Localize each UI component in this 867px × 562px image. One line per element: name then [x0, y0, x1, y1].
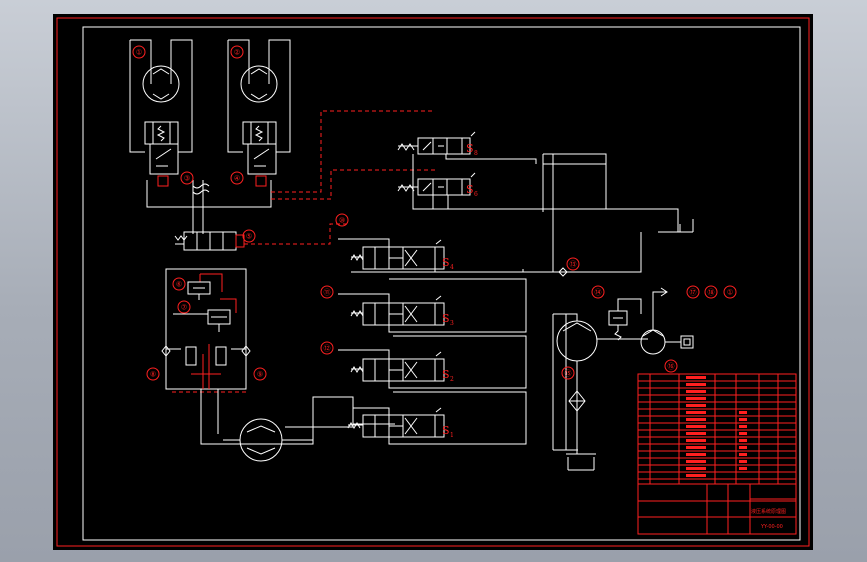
relief-valve [608, 298, 642, 341]
callout-number: ⑱ [708, 289, 715, 297]
callout-circle [146, 367, 160, 381]
callout-circle [561, 366, 575, 380]
callout-number: ⑩ [339, 217, 345, 225]
inner-frame [82, 26, 801, 541]
callout-circle [686, 285, 700, 299]
title-block-cell-text [686, 474, 706, 477]
callout-circle [180, 171, 194, 185]
title-block-cell-text [686, 397, 706, 400]
valve-s2 [338, 335, 527, 389]
callout-number: ① [136, 49, 142, 57]
callout-circle [320, 341, 334, 355]
lock-valve-block [161, 268, 251, 393]
pump-motor-bottom [223, 418, 313, 462]
motor-left [129, 39, 272, 208]
valve-s4 [338, 238, 524, 273]
title-block-cell-text [686, 460, 706, 463]
title-block-cell-text [739, 418, 747, 421]
title-block-cell-text [686, 467, 706, 470]
label-s8: S [466, 142, 474, 155]
callout-number: ⑧ [150, 371, 156, 379]
valve-s8 [397, 137, 471, 155]
title-block-cell-text [739, 467, 747, 470]
title-block-cell-text [739, 446, 747, 449]
callout-circle [230, 45, 244, 59]
callout-number: ⑯ [668, 363, 675, 371]
callout-circle [242, 229, 256, 243]
callout-number: ⑫ [324, 345, 331, 353]
callout-circle [566, 257, 580, 271]
title-block-cell-text [686, 453, 706, 456]
callout-circle [320, 285, 334, 299]
title-block-cell-text [739, 411, 747, 414]
label-s3: S [442, 312, 450, 325]
callout-number: ⑭ [595, 289, 602, 297]
callout-number: ⑤ [246, 233, 252, 241]
callout-number: ⑬ [570, 261, 577, 269]
title-block-cell-text [686, 390, 706, 393]
cad-viewport[interactable]: ① ② ③ ④ ⑤ ⑥ ⑦ ⑧ ⑨ ⑩ ⑪ ⑫ ⑬ ⑭ ⑮ ⑯ ⑰ ⑱ ① 液压系统原理图 YY-00-00 S 8… [53, 14, 813, 550]
title-block-cell-text [739, 453, 747, 456]
callout-circle [177, 300, 191, 314]
callout-circle [591, 285, 605, 299]
label-s1-sub: 1 [450, 432, 454, 439]
label-s2-sub: 2 [450, 376, 454, 383]
label-s2: S [442, 368, 450, 381]
title-block-cell-text [739, 432, 747, 435]
callout-circle [172, 277, 186, 291]
title-block-cell-text [686, 411, 706, 414]
title-block-cell-text [686, 446, 706, 449]
callout-circle [253, 367, 267, 381]
motor-right [227, 39, 291, 175]
drawing-number: YY-00-00 [760, 524, 783, 530]
callout-number: ⑨ [257, 371, 263, 379]
label-s4-sub: 4 [450, 264, 454, 271]
label-s3-sub: 3 [450, 320, 454, 327]
title-block-cell-text [686, 404, 706, 407]
callout-number: ② [234, 49, 240, 57]
callout-circle [335, 213, 349, 227]
title-block-cell-text [686, 418, 706, 421]
main-pump [553, 313, 648, 471]
callout-number: ③ [184, 175, 190, 183]
callout-circle [704, 285, 718, 299]
label-s6-sub: 6 [474, 191, 478, 198]
drawing-title: 液压系统原理图 [751, 508, 786, 515]
outer-frame [56, 17, 810, 547]
title-block-cell-text [739, 425, 747, 428]
label-s6: S [466, 183, 474, 196]
title-block-cell-text [686, 425, 706, 428]
valve-s1 [347, 391, 527, 445]
callout-circle [723, 285, 737, 299]
label-s4: S [442, 256, 450, 269]
callout-number: ⑦ [181, 304, 187, 312]
valve-s6 [397, 178, 471, 196]
electric-motor [640, 287, 694, 355]
label-s1: S [442, 424, 450, 437]
callout-circle [132, 45, 146, 59]
callout-number: ⑪ [324, 289, 331, 297]
label-s8-sub: 8 [474, 150, 478, 157]
valve-s3 [338, 278, 527, 333]
title-block-cell-text [686, 376, 706, 379]
title-block [637, 373, 797, 535]
title-block-cell-text [739, 439, 747, 442]
callout-number: ⑰ [690, 289, 697, 297]
title-block-cell-text [686, 439, 706, 442]
callout-number: ① [727, 289, 733, 297]
callout-number: ④ [234, 175, 240, 183]
callout-circle [664, 359, 678, 373]
title-block-cell-text [686, 432, 706, 435]
title-block-cell-text [686, 383, 706, 386]
hydraulic-schematic: ① ② ③ ④ ⑤ ⑥ ⑦ ⑧ ⑨ ⑩ ⑪ ⑫ ⑬ ⑭ ⑮ ⑯ ⑰ ⑱ ① 液压系统原理图 YY-00-00 S 8… [56, 17, 810, 547]
title-block-cell-text [739, 460, 747, 463]
callout-number: ⑮ [565, 370, 572, 378]
center-selector-valve [174, 231, 245, 251]
callout-circle [230, 171, 244, 185]
callout-number: ⑥ [176, 281, 182, 289]
